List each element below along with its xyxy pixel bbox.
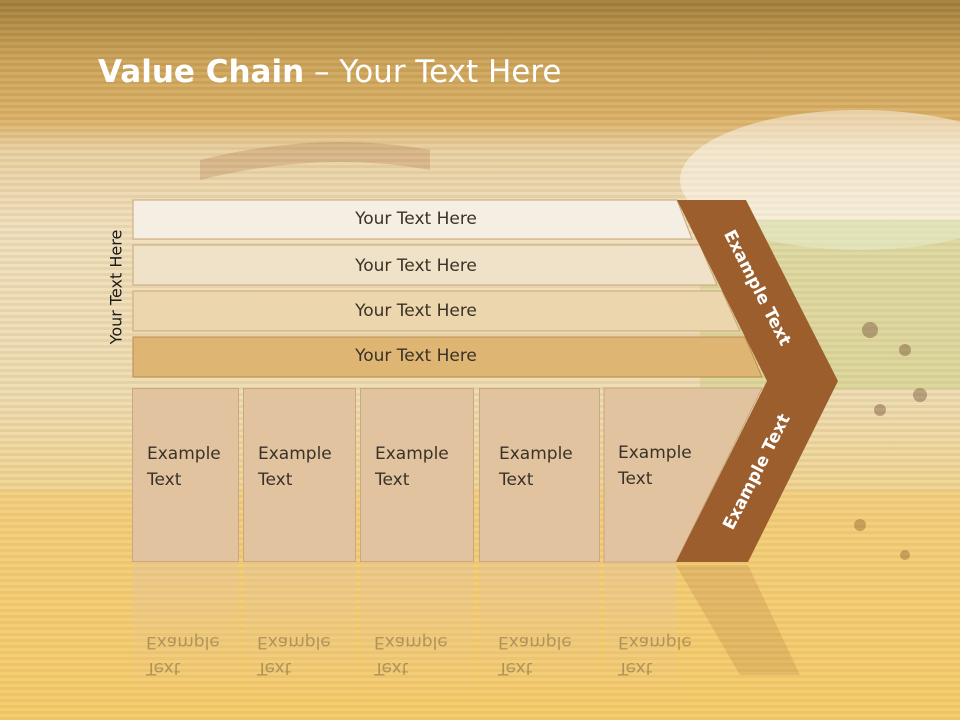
title-rest: – Your Text Here [304, 54, 562, 90]
slide-title: Value Chain – Your Text Here [98, 54, 561, 90]
box-4-reflection: Text Example [479, 563, 600, 703]
bar-3-label: Your Text Here [355, 301, 477, 321]
bar-2[interactable] [132, 244, 718, 286]
box-3-line1: Example [375, 444, 449, 464]
box-3-line2: Text [375, 470, 410, 490]
chevron-reflection [676, 565, 800, 675]
box-5-refl-line2: Text [618, 658, 653, 678]
bar-4[interactable] [132, 336, 763, 378]
box-5-refl-line1: Example [618, 632, 692, 652]
box-4-refl-line1: Example [498, 632, 572, 652]
chevron-upper[interactable] [677, 200, 838, 381]
box-3-refl-line2: Text [374, 658, 409, 678]
box-3-refl-line1: Example [374, 632, 448, 652]
bar-4-label: Your Text Here [355, 346, 477, 366]
box-4-refl-line2: Text [498, 658, 533, 678]
box-4-line2: Text [499, 470, 534, 490]
box-5-line1: Example [618, 443, 692, 463]
bar-1-label: Your Text Here [355, 209, 477, 229]
box-2-line2: Text [258, 470, 293, 490]
title-bold: Value Chain [98, 54, 305, 90]
chevron-lower[interactable] [676, 381, 838, 562]
box-2-refl-line1: Example [257, 632, 331, 652]
bar-2-label: Your Text Here [355, 256, 477, 276]
box-1-refl-line2: Text [146, 658, 181, 678]
box-2-line1: Example [258, 444, 332, 464]
box-1-line1: Example [147, 444, 221, 464]
box-2-refl-line2: Text [257, 658, 292, 678]
box-4-line1: Example [499, 444, 573, 464]
box-1-refl-line1: Example [146, 632, 220, 652]
box-2-reflection: Text Example [243, 563, 356, 703]
bar-1[interactable] [132, 199, 693, 240]
bar-3[interactable] [132, 290, 741, 332]
box-3-reflection: Text Example [360, 563, 474, 703]
box-5-line2: Text [618, 469, 653, 489]
box-1-line2: Text [147, 470, 182, 490]
box-5-reflection: Text Example [604, 563, 692, 703]
box-1-reflection: Text Example [132, 563, 239, 703]
